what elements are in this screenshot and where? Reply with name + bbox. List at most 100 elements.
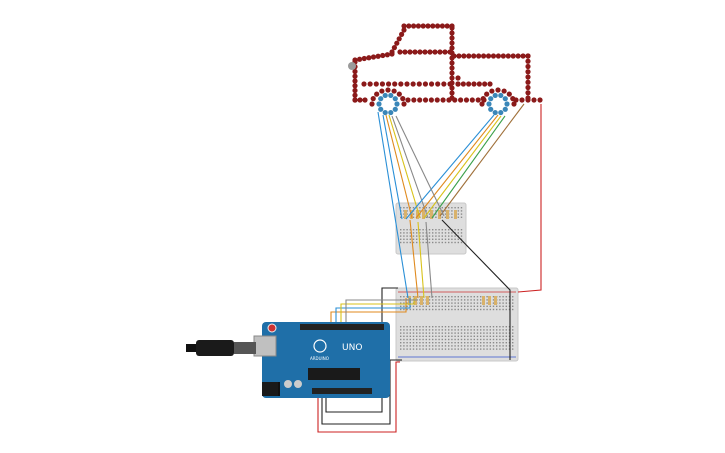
- breadboard-hole[interactable]: [451, 299, 453, 301]
- breadboard-hole[interactable]: [416, 338, 418, 341]
- breadboard-hole[interactable]: [460, 308, 463, 311]
- red-led[interactable]: [370, 96, 376, 102]
- breadboard-hole[interactable]: [502, 296, 504, 298]
- breadboard-hole[interactable]: [467, 308, 469, 311]
- blue-led[interactable]: [378, 96, 384, 102]
- breadboard-hole[interactable]: [460, 329, 463, 331]
- breadboard-hole[interactable]: [489, 332, 491, 334]
- resistor[interactable]: [494, 296, 497, 305]
- breadboard-hole[interactable]: [425, 305, 427, 307]
- resistor[interactable]: [488, 296, 491, 305]
- breadboard-hole[interactable]: [505, 345, 507, 347]
- breadboard-hole[interactable]: [435, 210, 437, 212]
- red-led[interactable]: [525, 63, 531, 70]
- breadboard-hole[interactable]: [451, 338, 453, 341]
- breadboard-hole[interactable]: [473, 296, 475, 298]
- breadboard-hole[interactable]: [492, 345, 495, 347]
- red-led[interactable]: [399, 31, 405, 37]
- red-led[interactable]: [411, 97, 417, 103]
- breadboard-hole[interactable]: [476, 335, 479, 337]
- breadboard-hole[interactable]: [492, 308, 495, 311]
- breadboard-hole[interactable]: [457, 207, 459, 209]
- breadboard-hole[interactable]: [496, 348, 498, 350]
- wire-signal-2[interactable]: [335, 298, 411, 326]
- breadboard-hole[interactable]: [406, 326, 408, 328]
- breadboard-hole[interactable]: [464, 348, 466, 350]
- breadboard-hole[interactable]: [403, 229, 405, 231]
- red-led[interactable]: [385, 87, 391, 93]
- breadboard-hole[interactable]: [438, 238, 440, 240]
- breadboard-hole[interactable]: [473, 345, 475, 347]
- breadboard-hole[interactable]: [467, 335, 469, 337]
- breadboard-hole[interactable]: [432, 329, 434, 331]
- breadboard-hole[interactable]: [435, 345, 437, 347]
- breadboard-hole[interactable]: [483, 335, 485, 337]
- red-led[interactable]: [361, 81, 367, 87]
- breadboard-hole[interactable]: [400, 238, 402, 240]
- breadboard-hole[interactable]: [451, 332, 453, 334]
- breadboard-hole[interactable]: [432, 338, 434, 341]
- breadboard-hole[interactable]: [454, 305, 456, 307]
- truck-wheel-left[interactable]: [369, 87, 407, 116]
- breadboard-hole[interactable]: [432, 235, 434, 237]
- breadboard-hole[interactable]: [422, 338, 424, 341]
- breadboard-hole[interactable]: [492, 338, 495, 341]
- breadboard-hole[interactable]: [422, 335, 424, 337]
- red-led[interactable]: [440, 97, 446, 103]
- breadboard-hole[interactable]: [502, 308, 504, 311]
- breadboard-hole[interactable]: [496, 345, 498, 347]
- breadboard-hole[interactable]: [403, 232, 405, 234]
- red-led[interactable]: [449, 40, 455, 46]
- red-led[interactable]: [481, 53, 487, 59]
- red-led[interactable]: [449, 30, 455, 36]
- breadboard-hole[interactable]: [432, 299, 434, 301]
- red-led[interactable]: [405, 97, 411, 103]
- breadboard-hole[interactable]: [438, 302, 440, 304]
- breadboard-hole[interactable]: [409, 241, 411, 244]
- breadboard-hole[interactable]: [505, 308, 507, 311]
- breadboard-hole[interactable]: [438, 338, 440, 341]
- breadboard-hole[interactable]: [467, 329, 469, 331]
- red-led[interactable]: [427, 49, 433, 55]
- red-led[interactable]: [446, 97, 452, 103]
- breadboard-hole[interactable]: [400, 342, 402, 344]
- breadboard-hole[interactable]: [505, 305, 507, 307]
- red-led[interactable]: [490, 53, 497, 59]
- breadboard-hole[interactable]: [457, 213, 459, 215]
- arduino-uno-board[interactable]: UNO ARDUINO: [253, 322, 390, 398]
- breadboard-hole[interactable]: [512, 305, 514, 307]
- wire-blue-3[interactable]: [377, 111, 409, 299]
- breadboard-hole[interactable]: [416, 329, 418, 331]
- breadboard-hole[interactable]: [400, 235, 402, 237]
- breadboard-hole[interactable]: [448, 238, 450, 240]
- breadboard-hole[interactable]: [422, 308, 424, 311]
- breadboard-hole[interactable]: [403, 305, 405, 307]
- breadboard-hole[interactable]: [451, 238, 453, 240]
- red-led[interactable]: [391, 88, 397, 94]
- breadboard-hole[interactable]: [428, 207, 431, 209]
- breadboard-hole[interactable]: [448, 296, 450, 298]
- breadboard-hole[interactable]: [425, 241, 427, 244]
- breadboard-hole[interactable]: [406, 345, 408, 347]
- breadboard-hole[interactable]: [464, 299, 466, 301]
- breadboard-hole[interactable]: [416, 229, 418, 231]
- wire-signal-3[interactable]: [340, 298, 415, 326]
- breadboard-hole[interactable]: [435, 348, 437, 350]
- breadboard-hole[interactable]: [502, 329, 504, 331]
- breadboard-hole[interactable]: [422, 329, 424, 331]
- breadboard-hole[interactable]: [457, 345, 459, 347]
- breadboard-hole[interactable]: [441, 229, 443, 231]
- breadboard-hole[interactable]: [412, 235, 415, 237]
- breadboard-hole[interactable]: [457, 216, 459, 218]
- breadboard-hole[interactable]: [460, 335, 463, 337]
- breadboard-hole[interactable]: [435, 335, 437, 337]
- breadboard-hole[interactable]: [406, 342, 408, 344]
- breadboard-hole[interactable]: [419, 332, 421, 334]
- blue-led[interactable]: [502, 106, 508, 112]
- breadboard-hole[interactable]: [432, 335, 434, 337]
- breadboard-hole[interactable]: [492, 302, 495, 304]
- breadboard-hole[interactable]: [444, 216, 447, 218]
- red-led[interactable]: [463, 97, 470, 103]
- breadboard-hole[interactable]: [435, 329, 437, 331]
- breadboard-hole[interactable]: [444, 305, 447, 307]
